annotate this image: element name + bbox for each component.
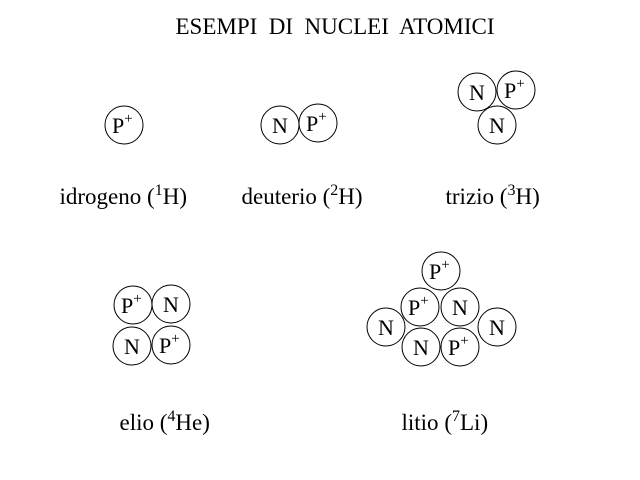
tritium-neutron-1: N [457, 72, 497, 112]
caption-lithium-name: litio [401, 410, 439, 435]
helium-neutron-label: N [124, 334, 140, 359]
caption-deuterium-name: deuterio [241, 184, 317, 209]
lithium-proton-1: P+ [421, 251, 461, 291]
caption-hydrogen-name: idrogeno [59, 184, 142, 209]
caption-tritium-name: trizio [445, 184, 495, 209]
lithium-neutron-3: N [401, 327, 441, 367]
caption-helium-symbol: He [175, 410, 203, 435]
tritium-neutron-2: N [477, 105, 517, 145]
caption-hydrogen: idrogeno (1H) [59, 182, 187, 209]
caption-deuterium: deuterio (2H) [241, 182, 363, 209]
helium-neutron-1: N [151, 284, 191, 324]
deuterium-neutron-label: N [272, 113, 288, 138]
lithium-neutron-circle [440, 287, 480, 327]
tritium-proton-1: P+ [496, 70, 536, 110]
deuterium-neutron-1: N [260, 105, 300, 145]
tritium-neutron-label: N [489, 113, 505, 138]
caption-hydrogen-mass: 1 [154, 182, 163, 199]
lithium-proton-3: P+ [440, 327, 480, 367]
caption-hydrogen-symbol: H [162, 184, 180, 209]
caption-tritium-mass: 3 [507, 182, 516, 199]
lithium-neutron-label: N [489, 315, 505, 340]
deuterium-proton-charge: + [318, 109, 326, 125]
caption-helium: elio (4He) [119, 408, 210, 435]
tritium-neutron-circle [477, 105, 517, 145]
helium-neutron-2: N [112, 326, 152, 366]
helium-neutron-circle [112, 326, 152, 366]
caption-deuterium-mass: 2 [330, 182, 339, 199]
tritium-neutron-circle [457, 72, 497, 112]
caption-lithium: litio (7Li) [401, 408, 489, 435]
caption-tritium-symbol: H [515, 184, 533, 209]
tritium-proton-circle [496, 70, 536, 110]
lithium-proton-circle [440, 327, 480, 367]
caption-lithium-symbol: Li [459, 410, 481, 435]
helium-proton-1: P+ [113, 285, 153, 325]
lithium-proton-circle [400, 287, 440, 327]
lithium-proton-2: P+ [400, 287, 440, 327]
lithium-neutron-1: N [440, 287, 480, 327]
lithium-neutron-circle [477, 307, 517, 347]
deuterium-proton-1: P+ [298, 103, 338, 143]
helium-proton-circle [151, 325, 191, 365]
lithium-neutron-circle [366, 307, 406, 347]
helium-neutron-circle [151, 284, 191, 324]
lithium-neutron-label: N [413, 335, 429, 360]
tritium-proton-charge: + [516, 76, 524, 92]
helium-neutron-label: N [163, 292, 179, 317]
lithium-neutron-label: N [452, 295, 468, 320]
lithium-neutron-2: N [366, 307, 406, 347]
lithium-neutron-circle [401, 327, 441, 367]
deuterium-proton-circle [298, 103, 338, 143]
lithium-proton-charge: + [420, 293, 428, 309]
caption-lithium-mass: 7 [451, 408, 460, 425]
caption-helium-name: elio [119, 410, 155, 435]
lithium-neutron-4: N [477, 307, 517, 347]
helium-proton-charge: + [171, 331, 179, 347]
tritium-neutron-label: N [469, 80, 485, 105]
lithium-proton-charge: + [441, 257, 449, 273]
helium-proton-2: P+ [151, 325, 191, 365]
page-title: ESEMPI DI NUCLEI ATOMICI [175, 14, 495, 39]
lithium-proton-circle [421, 251, 461, 291]
hydrogen-proton-1: P+ [104, 105, 144, 145]
caption-tritium: trizio (3H) [445, 182, 540, 209]
caption-deuterium-symbol: H [338, 184, 355, 209]
lithium-neutron-label: N [378, 315, 394, 340]
helium-proton-charge: + [133, 291, 141, 307]
caption-helium-mass: 4 [167, 408, 176, 425]
hydrogen-proton-charge: + [124, 111, 132, 127]
hydrogen-proton-circle [104, 105, 144, 145]
lithium-proton-charge: + [460, 333, 468, 349]
